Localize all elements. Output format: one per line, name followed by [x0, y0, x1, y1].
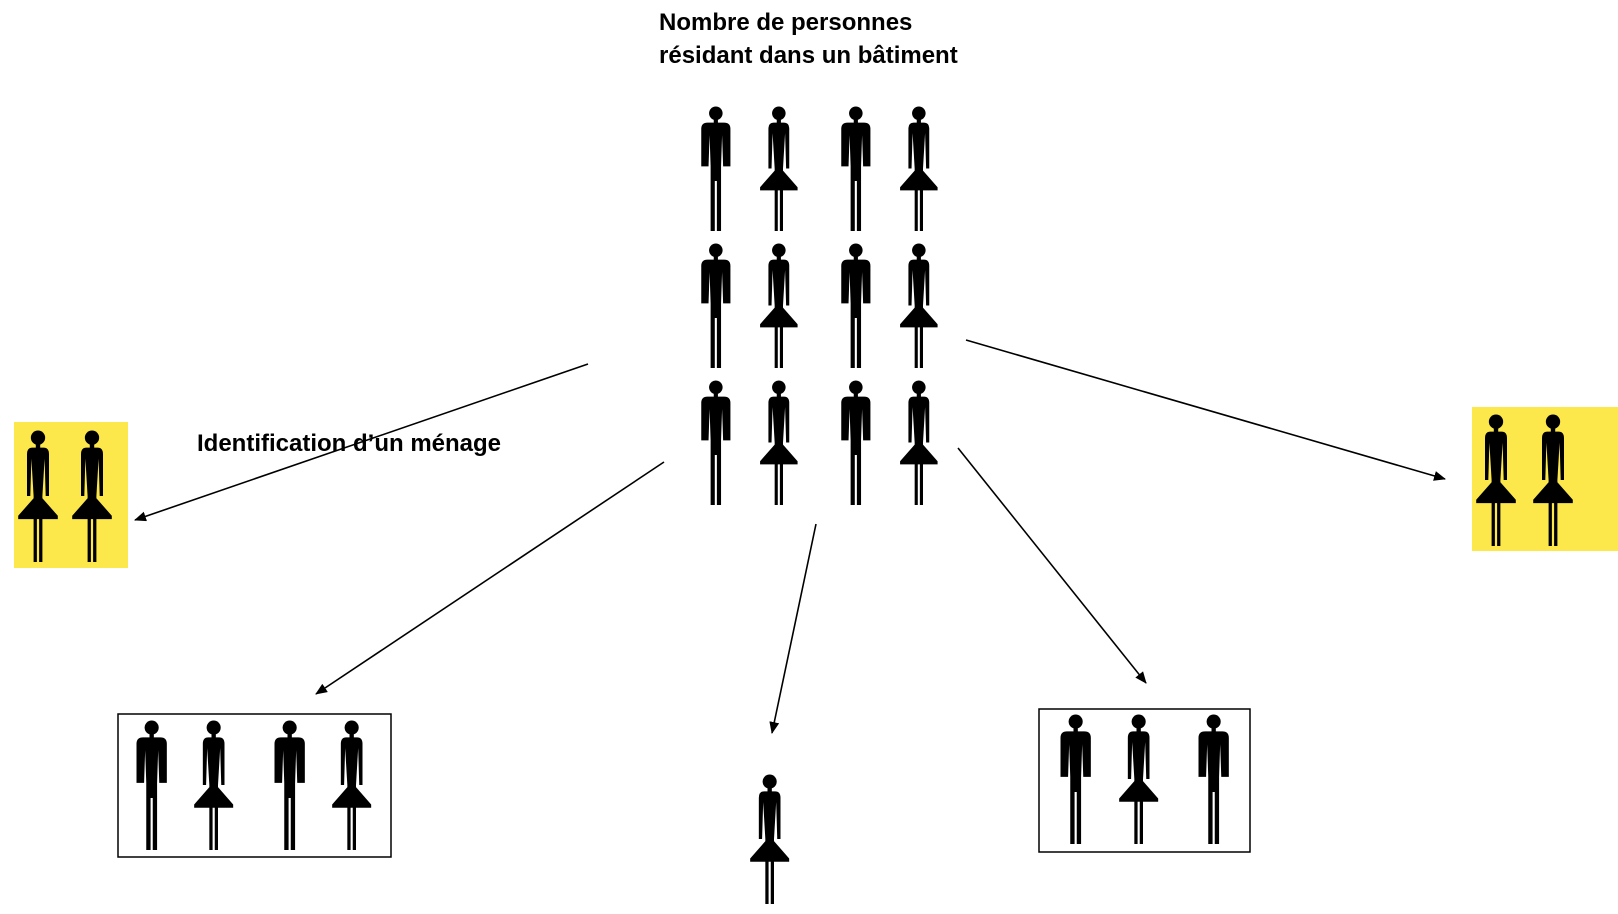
household-bottom-center-member-1-woman-icon [750, 774, 790, 904]
household-bottom-left-frame [117, 713, 392, 858]
arrow-to-household-right [965, 339, 1446, 481]
building-r1-c2-woman-icon [760, 106, 798, 231]
building-r3-c4-woman-icon [900, 380, 938, 505]
building-r2-c3-man-icon [841, 243, 871, 368]
household-bottom-right-member-3-man-icon [1198, 714, 1229, 844]
diagram-title: Nombre de personnes résidant dans un bât… [659, 6, 958, 72]
household-bottom-right-member-1-man-icon [1060, 714, 1091, 844]
household-left-highlighted-highlight-box [14, 422, 128, 568]
household-right-highlighted-member-1-woman-icon [1476, 414, 1516, 546]
building-r1-c3-man-icon [841, 106, 871, 231]
household-bottom-right-frame [1038, 708, 1251, 853]
household-bottom-left-member-1-man-icon [136, 720, 167, 850]
household-left-highlighted-member-1-woman-icon [18, 430, 58, 562]
building-r1-c1-man-icon [701, 106, 731, 231]
arrow-to-household-bottom-center [769, 523, 817, 734]
household-bottom-right [1060, 714, 1229, 844]
household-bottom-right-member-2-woman-icon [1119, 714, 1159, 844]
building-r1-c4-woman-icon [900, 106, 938, 231]
arrow-to-household-left [134, 363, 589, 522]
household-bottom-left-member-4-woman-icon [332, 720, 372, 850]
building-r2-c1-man-icon [701, 243, 731, 368]
household-identification-label: Identification d’un ménage [197, 430, 502, 457]
arrow-to-household-bottom-left [315, 461, 665, 695]
household-right-highlighted [1476, 414, 1573, 546]
title-line-1: Nombre de personnes [659, 9, 913, 36]
building-r3-c3-man-icon [841, 380, 871, 505]
building-r3-c2-woman-icon [760, 380, 798, 505]
building-r2-c4-woman-icon [900, 243, 938, 368]
household-bottom-left-member-2-woman-icon [194, 720, 234, 850]
household-left-highlighted [18, 430, 112, 562]
household-bottom-center [750, 774, 790, 904]
household-bottom-left-member-3-man-icon [274, 720, 305, 850]
building-r2-c2-woman-icon [760, 243, 798, 368]
household-right-highlighted-member-2-woman-icon [1533, 414, 1573, 546]
household-left-highlighted-member-2-woman-icon [72, 430, 112, 562]
arrow-to-household-bottom-right [957, 447, 1147, 684]
household-bottom-left [136, 720, 372, 850]
building-r3-c1-man-icon [701, 380, 731, 505]
title-line-2: résidant dans un bâtiment [659, 42, 958, 69]
